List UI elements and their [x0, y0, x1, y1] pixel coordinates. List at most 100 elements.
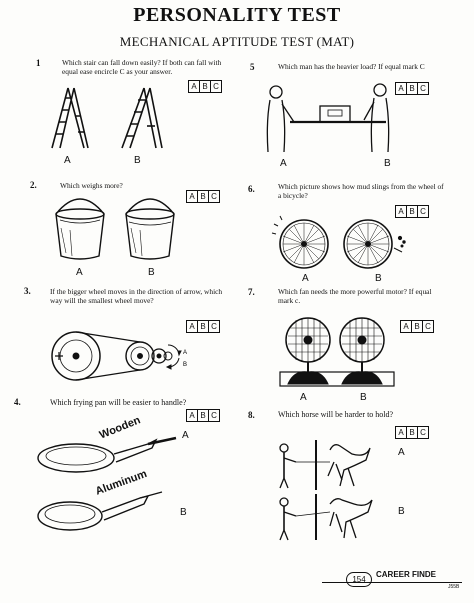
frying-pan-illustration — [37, 436, 177, 531]
option-b-label: B — [148, 267, 155, 278]
horse-a — [327, 444, 371, 487]
option-b-label: B — [384, 158, 391, 169]
bucket-a — [55, 198, 105, 260]
choice-b[interactable]: B — [407, 83, 418, 94]
answer-choices[interactable]: A B C — [188, 80, 222, 93]
option-a-label: A — [76, 267, 83, 278]
bucket-illustration — [55, 198, 175, 260]
load-box — [319, 105, 351, 123]
question-number: 8. — [248, 410, 255, 420]
choice-c[interactable]: C — [420, 428, 426, 437]
choice-b[interactable]: B — [198, 321, 209, 332]
question-text: Which fan needs the more powerful motor?… — [278, 287, 432, 305]
choice-b[interactable]: B — [407, 427, 418, 438]
question-number: 7. — [248, 287, 255, 297]
frying-pan-b — [37, 491, 163, 531]
wheel-a — [271, 215, 329, 269]
medium-wheel — [125, 341, 155, 371]
footer-brand: CAREER FINDE — [376, 570, 437, 579]
page-subtitle: MECHANICAL APTITUDE TEST (MAT) — [119, 34, 355, 49]
arrow-a-label: A — [183, 350, 187, 356]
choice-c[interactable]: C — [211, 411, 217, 420]
option-a-label: A — [302, 273, 309, 284]
horse-scene-a — [279, 440, 371, 490]
question-text: If the bigger wheel moves in the directi… — [50, 287, 223, 305]
choice-c[interactable]: C — [211, 322, 217, 331]
man-a — [266, 85, 295, 153]
option-b-label: B — [375, 273, 382, 284]
choice-b[interactable]: B — [200, 81, 211, 92]
option-b-label: B — [180, 507, 187, 518]
option-a-label: A — [398, 447, 405, 458]
option-b-label: B — [134, 155, 141, 166]
choice-b[interactable]: B — [412, 321, 423, 332]
fan-b — [339, 317, 385, 385]
frying-pan-a — [37, 436, 177, 473]
fan-a — [285, 317, 331, 385]
horse-b — [329, 498, 373, 539]
choice-b[interactable]: B — [198, 191, 209, 202]
question-text: Which stair can fall down easily? If bot… — [62, 58, 222, 76]
question-number: 6. — [248, 184, 255, 194]
option-a-label: A — [280, 158, 287, 169]
large-wheel-hub — [72, 352, 80, 360]
bucket-b — [125, 198, 175, 260]
option-a-label: A — [64, 155, 71, 166]
horse-scene-b — [279, 494, 373, 541]
option-b-label: B — [398, 506, 405, 517]
page-number: 154 — [346, 572, 372, 587]
choice-a[interactable]: A — [187, 191, 198, 202]
belt — [75, 331, 141, 381]
answer-choices[interactable]: A B C — [395, 426, 429, 439]
choice-a[interactable]: A — [187, 410, 198, 421]
question-number: 3. — [24, 286, 31, 296]
wheel-b — [343, 219, 406, 269]
answer-choices[interactable]: A B C — [186, 409, 220, 422]
answer-choices[interactable]: A B C — [186, 190, 220, 203]
stepladder-b — [121, 87, 163, 149]
choice-a[interactable]: A — [187, 321, 198, 332]
answer-choices[interactable]: A B C — [400, 320, 434, 333]
page-title: PERSONALITY TEST — [133, 4, 341, 26]
option-b-label: B — [360, 392, 367, 403]
question-number: 5 — [250, 62, 255, 72]
answer-choices[interactable]: A B C — [395, 205, 429, 218]
choice-c[interactable]: C — [425, 322, 431, 331]
choice-a[interactable]: A — [396, 83, 407, 94]
question-text: Which horse will be harder to hold? — [278, 410, 394, 419]
footer-rule — [322, 582, 462, 583]
question-text: Which weighs more? — [60, 181, 123, 190]
option-a-label: A — [182, 430, 189, 441]
answer-choices[interactable]: A B C — [186, 320, 220, 333]
choice-a[interactable]: A — [189, 81, 200, 92]
choice-c[interactable]: C — [420, 207, 426, 216]
question-number: 4. — [14, 397, 21, 407]
footer-code: J55B — [448, 584, 460, 590]
tiny-wheel — [163, 351, 173, 361]
stepladder-a — [51, 87, 89, 149]
choice-a[interactable]: A — [401, 321, 412, 332]
question-text: Which frying pan will be easier to handl… — [50, 398, 187, 407]
direction-arrow — [55, 352, 63, 360]
horse-illustration — [279, 440, 373, 541]
fan-base — [279, 371, 395, 387]
question-number: 1 — [36, 58, 41, 68]
choice-a[interactable]: A — [396, 206, 407, 217]
load-carrying-illustration — [266, 83, 390, 153]
question-number: 2. — [30, 180, 37, 190]
gear-train-illustration: A B — [51, 331, 187, 381]
answer-choices[interactable]: A B C — [395, 82, 429, 95]
rope-b — [295, 511, 331, 517]
choice-c[interactable]: C — [211, 192, 217, 201]
stepladder-illustration — [51, 87, 163, 149]
choice-a[interactable]: A — [396, 427, 407, 438]
choice-c[interactable]: C — [213, 82, 219, 91]
choice-c[interactable]: C — [420, 84, 426, 93]
choice-b[interactable]: B — [198, 410, 209, 421]
choice-b[interactable]: B — [407, 206, 418, 217]
option-a-label: A — [300, 392, 307, 403]
man-b — [363, 83, 390, 153]
question-text: Which picture shows how mud slings from … — [278, 182, 444, 200]
arrow-b-label: B — [183, 362, 187, 368]
question-text: Which man has the heavier load? If equal… — [278, 62, 425, 71]
